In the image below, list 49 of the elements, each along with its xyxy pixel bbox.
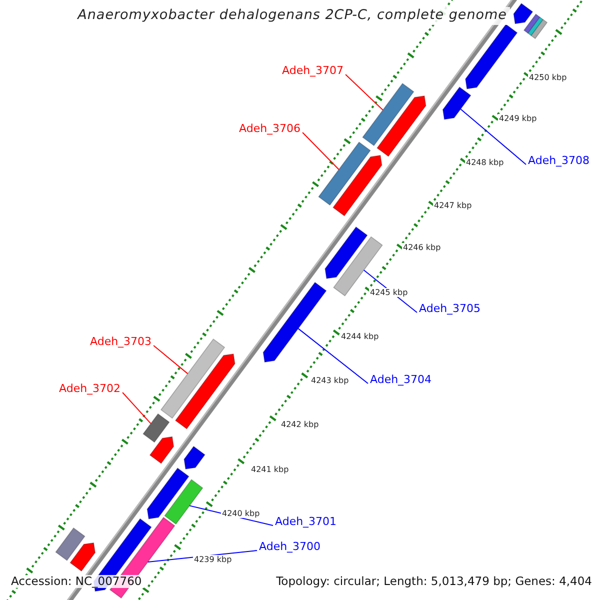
gene-feature xyxy=(174,353,236,430)
gene-label: Adeh_3706 xyxy=(239,123,301,136)
gene-feature xyxy=(160,338,226,419)
scale-label: 4249 kbp xyxy=(498,114,538,124)
gene-feature xyxy=(513,2,534,24)
gene-feature xyxy=(530,18,548,40)
leader-line xyxy=(302,132,340,170)
gene-feature xyxy=(442,86,472,120)
title: Anaeromyxobacter dehalogenans 2CP-C, complete genome xyxy=(74,7,510,25)
gene-feature xyxy=(184,446,206,470)
gene-label: Adeh_3703 xyxy=(90,336,152,349)
scale-label: 4248 kbp xyxy=(465,158,505,168)
gene-label: Adeh_3708 xyxy=(528,155,590,168)
gene-feature xyxy=(70,542,96,572)
accession-text: Accession: NC_007760 xyxy=(9,575,144,588)
gene-feature xyxy=(376,95,426,157)
scale-label: 4245 kbp xyxy=(369,288,409,298)
gene-feature xyxy=(362,82,414,146)
gene-feature xyxy=(164,479,204,525)
scale-label: 4247 kbp xyxy=(433,201,473,210)
gene-feature xyxy=(142,413,170,443)
gene-feature xyxy=(146,468,190,520)
scale-label: 4246 kbp xyxy=(402,243,442,252)
scale-label: 4240 kbp xyxy=(221,509,261,518)
genome-info-text: Topology: circular; Length: 5,013,479 bp; Genes: 4,404 xyxy=(274,575,594,588)
gene-feature xyxy=(318,142,371,206)
gene-label: Adeh_3704 xyxy=(370,374,432,387)
scale-label: 4241 kbp xyxy=(250,465,290,474)
gene-label: Adeh_3701 xyxy=(275,516,337,529)
gene-feature xyxy=(55,527,86,561)
leader-line xyxy=(153,344,188,374)
gene-label: Adeh_3702 xyxy=(59,383,121,396)
scale-label: 4239 kbp xyxy=(193,555,233,564)
gene-feature xyxy=(324,226,368,279)
gene-feature xyxy=(465,24,518,90)
gene-feature xyxy=(262,282,327,363)
scale-label: 4250 kbp xyxy=(528,73,568,82)
scale-label: 4242 kbp xyxy=(280,420,320,430)
gene-feature xyxy=(149,436,174,464)
gene-label: Adeh_3705 xyxy=(419,303,481,316)
leader-line xyxy=(298,328,368,384)
scale-label: 4243 kbp xyxy=(310,376,350,386)
scale-label: 4244 kbp xyxy=(340,332,380,342)
gene-label: Adeh_3707 xyxy=(282,65,344,78)
gene-label: Adeh_3700 xyxy=(259,541,321,554)
leader-line xyxy=(345,74,384,110)
gene-feature xyxy=(332,154,382,216)
leader-line xyxy=(460,108,526,165)
leader-line xyxy=(122,392,152,424)
